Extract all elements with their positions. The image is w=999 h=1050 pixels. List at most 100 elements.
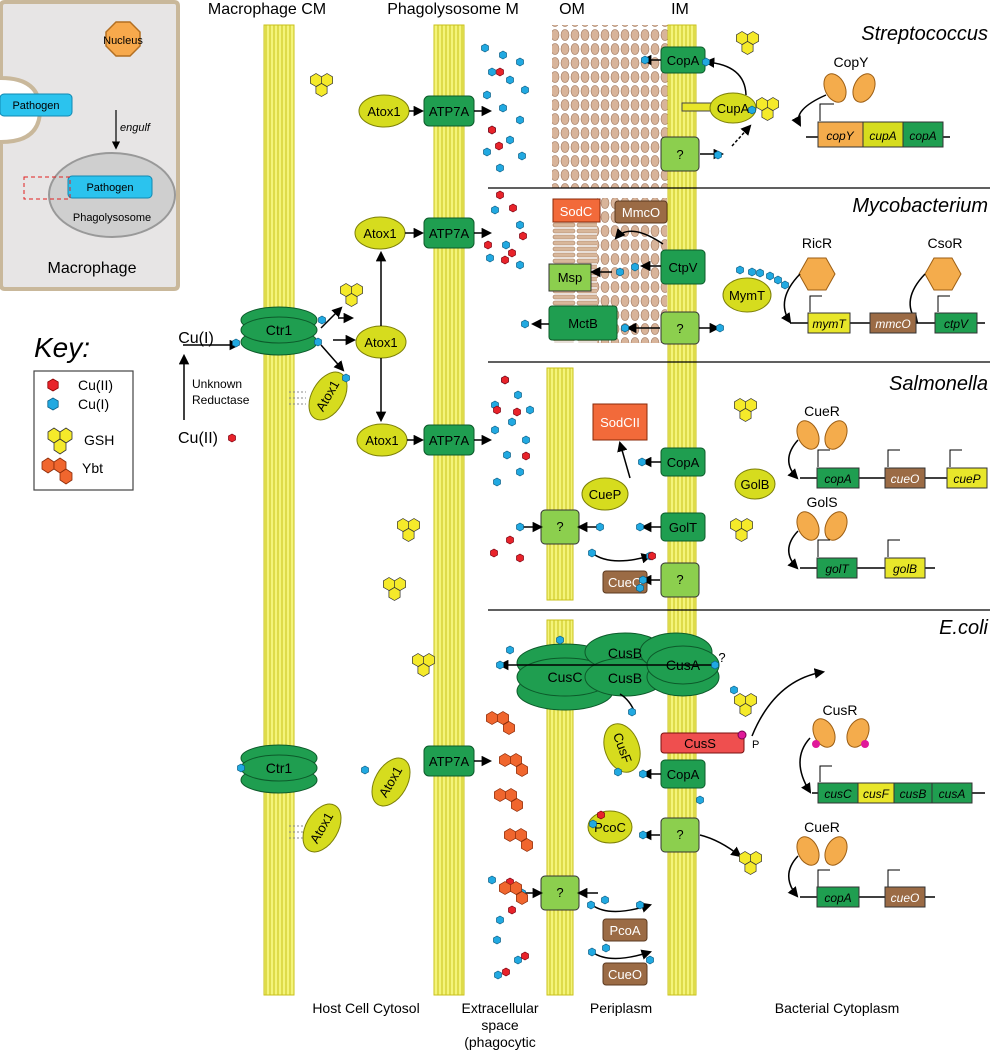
cu2-ion — [490, 548, 498, 558]
label-host-cytosol: Host Cell Cytosol — [312, 1000, 419, 1016]
svg-text:?: ? — [676, 147, 683, 162]
gsh-molecule — [402, 528, 415, 542]
cu1-ion — [496, 163, 504, 173]
cu1-ion — [596, 522, 604, 532]
svg-text:cueP: cueP — [953, 472, 980, 486]
svg-text:MmcO: MmcO — [622, 205, 660, 220]
svg-text:CusC: CusC — [547, 669, 582, 685]
macrophage-cell — [0, 0, 180, 291]
ctr1-bottom-label: Ctr1 — [266, 760, 293, 776]
svg-text:SodCII: SodCII — [600, 415, 640, 430]
svg-text:copA: copA — [824, 891, 851, 905]
ybt-molecule — [504, 828, 516, 842]
engulf-label: engulf — [120, 122, 151, 134]
gsh-molecule — [739, 408, 752, 422]
myco-mctb: MctB — [548, 305, 618, 341]
cu2-ion — [493, 405, 501, 415]
key-gsh: GSH — [84, 432, 114, 448]
nucleus-label: Nucleus — [103, 35, 143, 47]
svg-text:copA: copA — [909, 129, 936, 143]
cu1-ion — [702, 57, 710, 67]
svg-text:P: P — [752, 739, 759, 751]
cu1-ion — [646, 955, 654, 965]
strep-cupa: CupA — [709, 92, 757, 124]
myco-unknown-transporter: ? — [660, 311, 700, 345]
sal-unknown-im: ? — [660, 562, 700, 598]
reductase-label-2: Reductase — [192, 393, 250, 407]
svg-text:GolB: GolB — [741, 477, 770, 492]
cu1-key-icon — [47, 397, 59, 411]
cu1-ion — [491, 425, 499, 435]
cu1-ion — [516, 522, 524, 532]
ybt-molecule — [510, 753, 522, 767]
atp7a-1: ATP7A — [423, 95, 475, 127]
pathogen-outside — [0, 93, 73, 117]
cu1-ion — [639, 575, 647, 585]
cu1-ion — [756, 268, 764, 278]
strep-operon: copY cupA copA — [817, 121, 944, 148]
host-copper-uptake: Cu(I) Cu(II) Unknown Reductase Ctr1 Ctr1… — [178, 94, 493, 853]
cu2-ion — [522, 451, 530, 461]
ricr-icon — [798, 257, 836, 291]
cu1-ion — [714, 150, 722, 160]
ctr1-top-label: Ctr1 — [266, 322, 293, 338]
myco-sodc: SodC — [552, 198, 601, 223]
label-periplasm: Periplasm — [590, 1000, 652, 1016]
ybt-molecule — [494, 788, 506, 802]
cu1-ion — [318, 315, 326, 325]
myco-mmco: MmcO — [614, 200, 668, 224]
cu1-ion — [491, 205, 499, 215]
ricr-label: RicR — [802, 235, 832, 251]
svg-text:ATP7A: ATP7A — [429, 754, 470, 769]
cu1-ion — [486, 253, 494, 263]
cu1-ion — [516, 260, 524, 270]
atox1-5: Atox1 — [356, 423, 408, 457]
cu2-ion — [495, 141, 503, 151]
cu1-ion — [602, 943, 610, 953]
ybt-molecule — [510, 881, 522, 895]
macrophage-label: Macrophage — [48, 260, 137, 277]
svg-text:Atox1: Atox1 — [367, 104, 400, 119]
ybt-molecule — [516, 763, 528, 777]
cu1-ion — [493, 935, 501, 945]
cu1-ion — [514, 390, 522, 400]
cu2-key-icon — [47, 378, 59, 392]
svg-text:cusB: cusB — [900, 787, 927, 801]
myco-msp: Msp — [548, 263, 592, 292]
svg-text:cusF: cusF — [863, 787, 890, 801]
header-om: OM — [559, 1, 585, 18]
cu1-ion — [522, 435, 530, 445]
atp7a-3: ATP7A — [423, 424, 475, 456]
ecoli-unknown-im: ? — [660, 817, 700, 853]
svg-text:cupA: cupA — [869, 129, 896, 143]
section-streptococcus: Streptococcus — [861, 23, 988, 45]
svg-text:Atox1: Atox1 — [365, 433, 398, 448]
pathogen-inside — [67, 175, 153, 199]
cu2-ion — [496, 67, 504, 77]
svg-text:cueO: cueO — [891, 891, 920, 905]
cu1-ion — [514, 955, 522, 965]
svg-text:CusS: CusS — [684, 736, 716, 751]
svg-text:CopY: CopY — [833, 54, 869, 70]
cu2-ion — [513, 407, 521, 417]
ctr1-bottom: Ctr1 — [240, 744, 318, 794]
cu1-ion — [516, 467, 524, 477]
gene-mymt — [807, 312, 851, 334]
atox1-2: Atox1 — [354, 216, 406, 250]
cu1-ion — [748, 267, 756, 277]
sal-sodcii: SodCII — [592, 403, 648, 441]
svg-text:CueO: CueO — [608, 575, 642, 590]
svg-text:?: ? — [556, 519, 563, 534]
ybt-molecule — [497, 711, 509, 725]
svg-text:SodC: SodC — [560, 204, 593, 219]
cu2-ion — [508, 248, 516, 258]
svg-text:Atox1: Atox1 — [363, 226, 396, 241]
cu1-ion — [481, 43, 489, 53]
ybt-molecule — [515, 828, 527, 842]
svg-text:?: ? — [676, 827, 683, 842]
svg-text:ctpV: ctpV — [944, 317, 969, 331]
cu1-ion — [496, 660, 504, 670]
cu1-ion — [639, 769, 647, 779]
cu1-ion — [314, 337, 322, 347]
